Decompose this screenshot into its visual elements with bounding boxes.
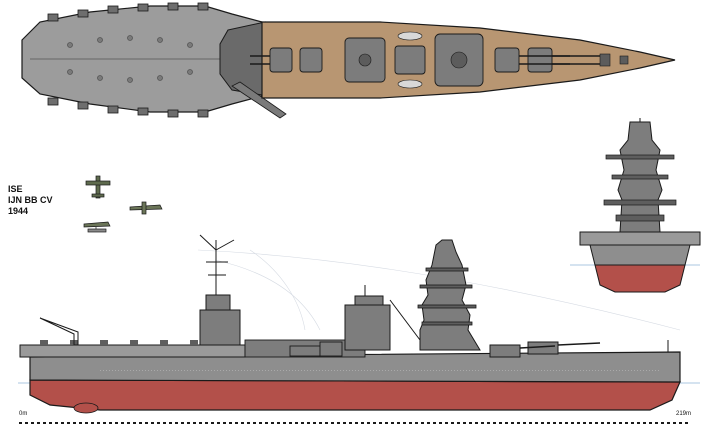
caption-ship-name: ISE [8, 184, 23, 194]
side-view-catapult-crane [389, 299, 421, 341]
scale-start-label: 0m [19, 411, 28, 417]
top-view-fittings [358, 31, 629, 89]
bow-view [570, 118, 701, 293]
side-view-barrels [519, 342, 601, 349]
side-view-deck-guns [40, 340, 198, 345]
side-view-rudder [73, 402, 99, 414]
side-view-hull-red [29, 379, 681, 411]
top-view-gun-tubs [47, 2, 209, 118]
side-view [18, 234, 700, 414]
caption-year: 1944 [8, 206, 29, 216]
side-view-funnel [344, 285, 391, 351]
side-view-midsection [244, 339, 366, 358]
side-view-pagoda [419, 239, 481, 351]
scale-end-label: 219m [676, 411, 692, 417]
aircraft-side-view [129, 201, 163, 215]
bow-view-deck [579, 231, 701, 246]
aircraft-group [83, 175, 163, 233]
seaplane-side-view [83, 221, 111, 233]
side-view-flight-deck [19, 344, 246, 358]
bow-view-hull-red [594, 264, 686, 293]
side-view-aft-mast [199, 234, 241, 346]
top-view-deck-marks [30, 35, 230, 83]
bow-view-hull-gray [589, 244, 691, 266]
side-view-hull-gray [29, 351, 681, 383]
top-view-catapult [231, 81, 287, 119]
side-view-crane [39, 317, 79, 346]
aircraft-top-view [85, 175, 111, 199]
bow-view-platforms [603, 154, 677, 222]
caption-ship-type: IJN BB CV [8, 195, 53, 205]
top-view [21, 2, 676, 119]
top-view-gun-barrels [250, 55, 600, 65]
ship-caption: ISE IJN BB CV 1944 [8, 184, 53, 217]
side-view-pagoda-platforms [417, 267, 477, 326]
